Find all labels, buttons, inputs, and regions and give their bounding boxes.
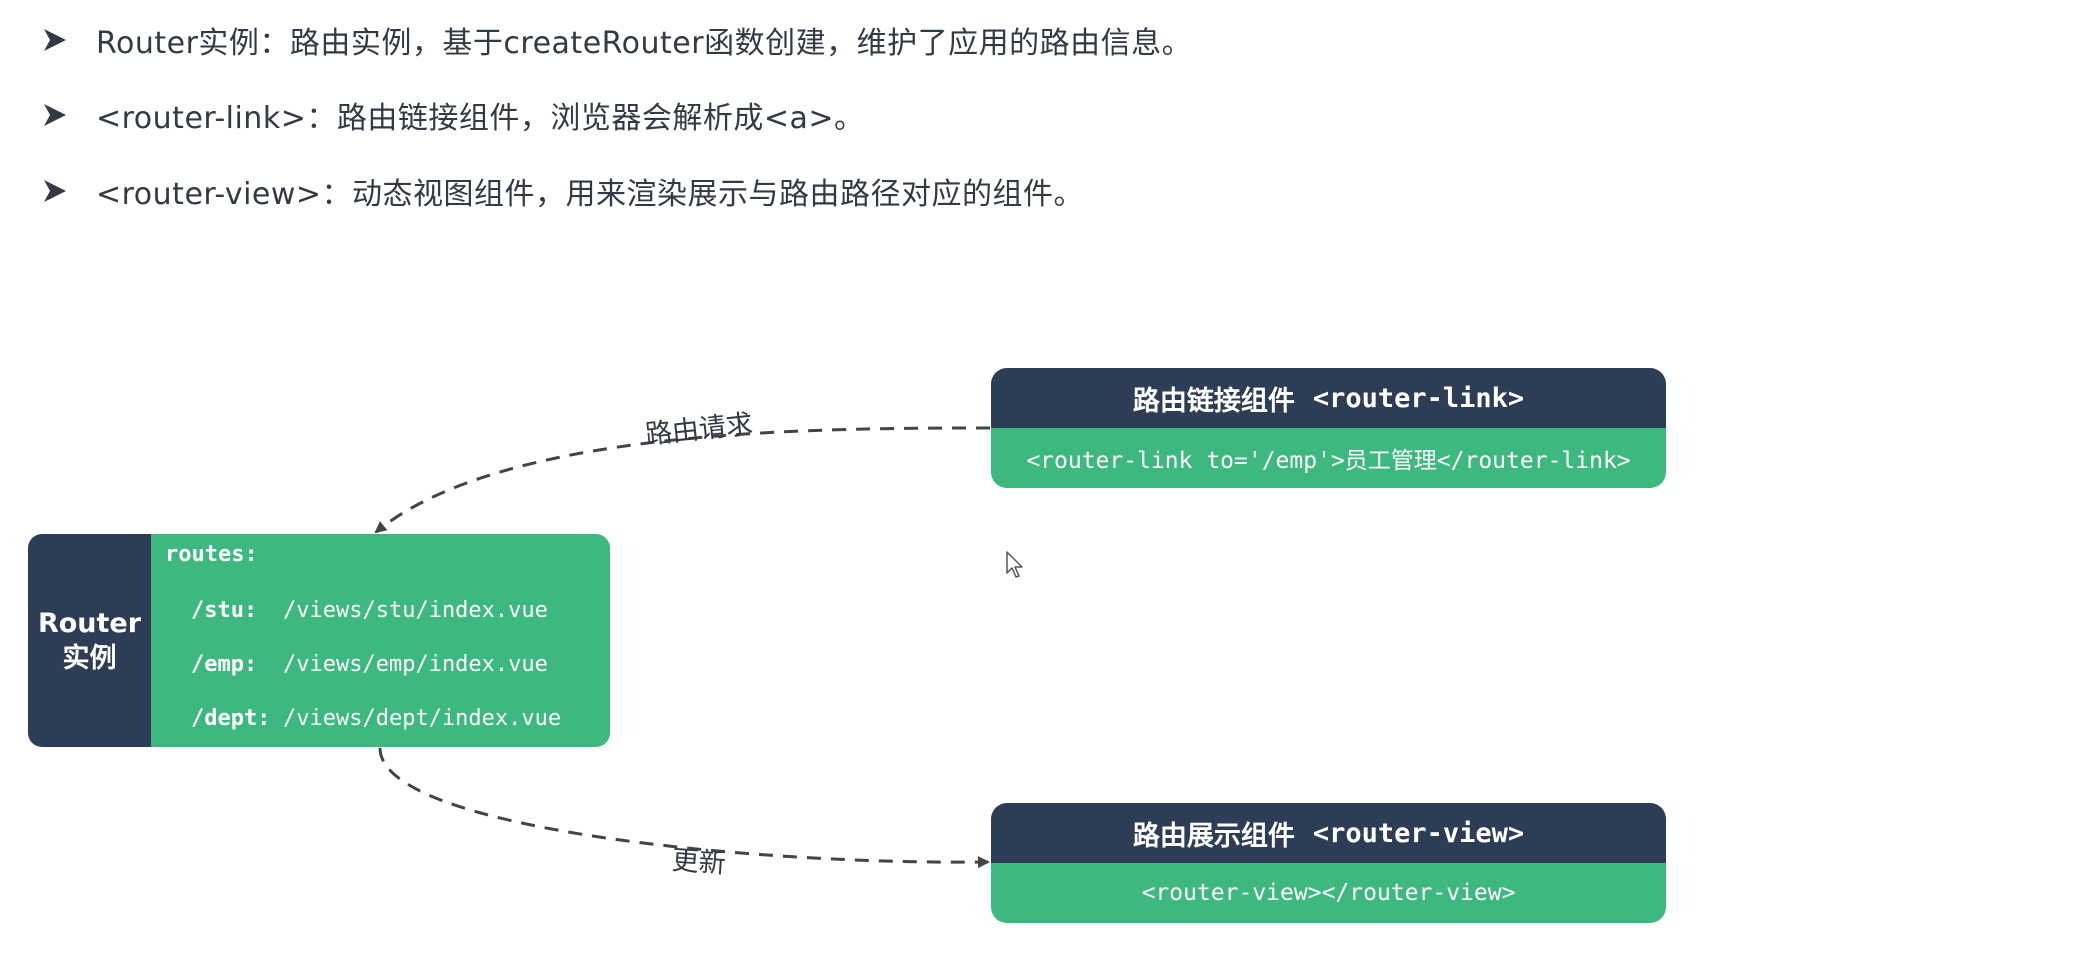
arrow-bullet-icon [40,100,70,130]
routes-label: routes: [165,542,258,567]
route-path: /emp: [191,652,258,677]
update-label: 更新 [670,845,727,880]
router-title-line1: Router [37,607,142,639]
arrow-bullet-icon [40,176,70,206]
router-view-title: 路由展示组件 [1132,820,1295,852]
route-path: /dept: [191,706,271,731]
route-path: /stu: [191,598,258,623]
route-row: /dept: /views/dept/index.vue [191,706,561,731]
router-view-code: <router-view></router-view> [991,863,1666,923]
update-connector [378,747,990,869]
router-link-tag: <router-link> [1312,382,1525,414]
router-view-tag: <router-view> [1312,817,1525,849]
route-file: /views/dept/index.vue [283,706,562,731]
router-view-card-header: 路由展示组件 <router-view> [991,803,1666,863]
routes-panel: routes: /stu: /views/stu/index.vue /emp:… [151,534,610,747]
router-instance-box: Router 实例 routes: /stu: /views/stu/index… [28,534,610,747]
bullet-router-instance: Router实例：路由实例，基于createRouter函数创建，维护了应用的路… [40,15,1192,65]
router-link-card: 路由链接组件 <router-link> <router-link to='/e… [991,368,1666,488]
request-connector [374,426,991,534]
route-row: /emp: /views/emp/index.vue [191,652,548,677]
mouse-cursor-icon [1006,551,1023,578]
router-title-line2: 实例 [62,642,117,674]
router-link-title: 路由链接组件 [1132,385,1295,417]
bullet-text: <router-view>：动态视图组件，用来渲染展示与路由路径对应的组件。 [96,177,1085,212]
bullet-text: Router实例：路由实例，基于createRouter函数创建，维护了应用的路… [96,26,1193,61]
router-view-card: 路由展示组件 <router-view> <router-view></rout… [991,803,1666,923]
router-link-code: <router-link to='/emp'>员工管理</router-link… [991,428,1666,488]
router-link-card-header: 路由链接组件 <router-link> [991,368,1666,428]
route-row: /stu: /views/stu/index.vue [191,598,548,623]
arrow-bullet-icon [40,25,70,55]
bullet-router-link: <router-link>：路由链接组件，浏览器会解析成<a>。 [40,90,865,140]
router-instance-title: Router 实例 [28,534,151,747]
bullet-router-view: <router-view>：动态视图组件，用来渲染展示与路由路径对应的组件。 [40,166,1084,216]
bullet-text: <router-link>：路由链接组件，浏览器会解析成<a>。 [96,101,865,136]
route-file: /views/stu/index.vue [283,598,548,623]
route-file: /views/emp/index.vue [283,652,548,677]
